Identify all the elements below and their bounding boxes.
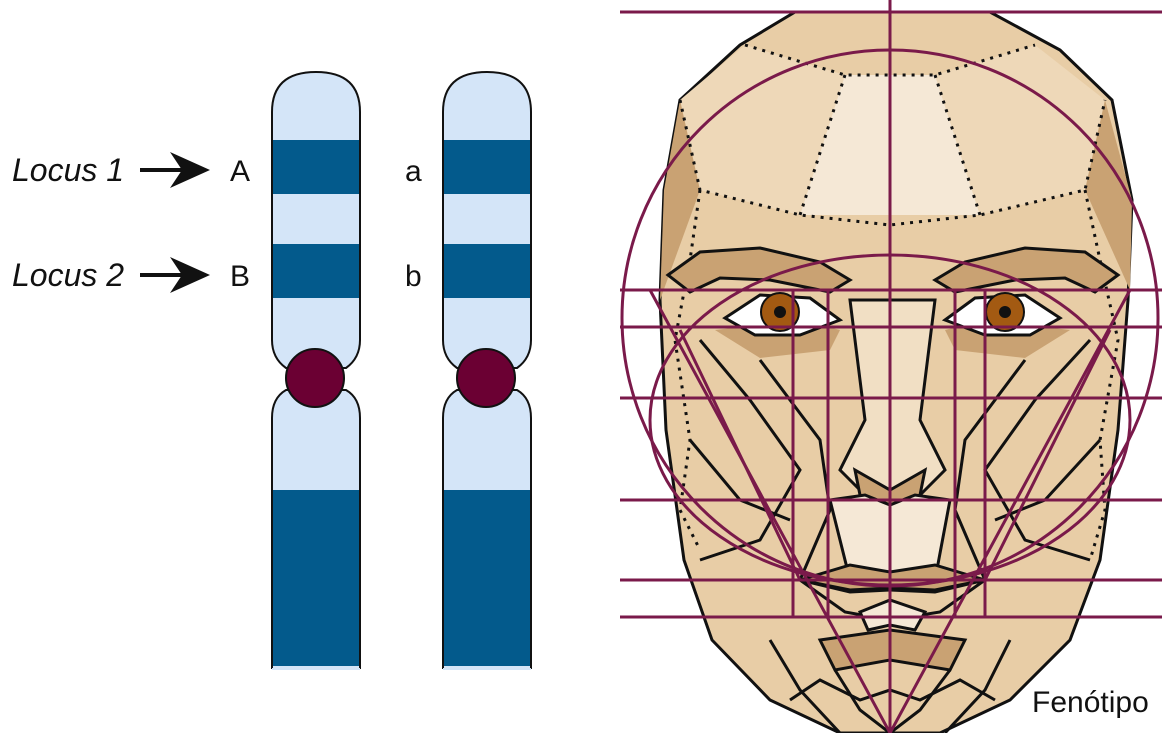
chromosome-left — [272, 72, 360, 668]
locus-2-label: Locus 2 — [12, 257, 124, 294]
allele-B-label: B — [230, 260, 250, 294]
allele-A-label: A — [230, 155, 250, 189]
centromere-right — [457, 349, 515, 407]
chromosome-left-upper-arm — [272, 72, 360, 368]
chromosome-right — [443, 72, 531, 668]
face-illustration — [620, 0, 1162, 733]
band-locus-2-right — [444, 244, 530, 298]
centromere-left — [286, 349, 344, 407]
band-lower-left — [273, 490, 359, 667]
locus-1-label: Locus 1 — [12, 152, 124, 189]
phenotype-caption: Fenótipo — [1032, 686, 1149, 720]
locus-2-arrow — [140, 257, 210, 293]
allele-b-label: b — [405, 260, 422, 294]
band-locus-2-left — [273, 244, 359, 298]
chromosome-right-upper-arm — [443, 72, 531, 368]
allele-a-label: a — [405, 155, 422, 189]
band-locus-1-left — [273, 140, 359, 194]
band-lower-right — [444, 490, 530, 667]
band-locus-1-right — [444, 140, 530, 194]
locus-1-arrow — [140, 152, 210, 188]
